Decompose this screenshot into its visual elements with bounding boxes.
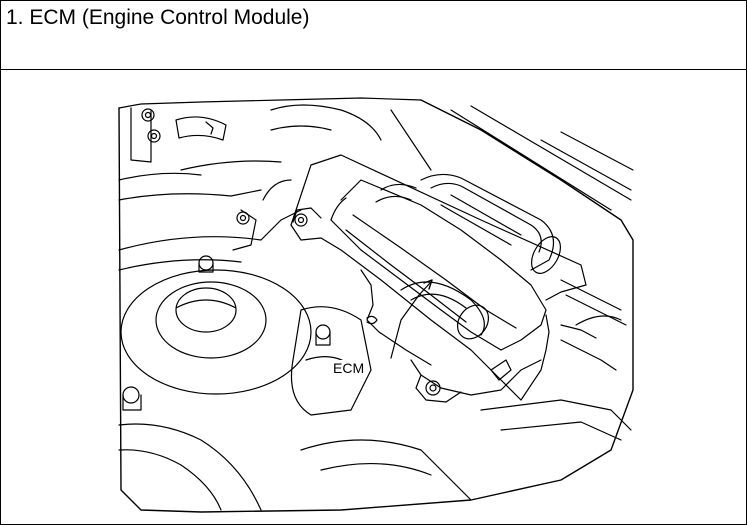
figure-title: 1. ECM (Engine Control Module) xyxy=(6,6,310,29)
engine-bay-illustration: ECM xyxy=(1,70,746,524)
line-drawing xyxy=(118,97,634,513)
ecm-callout-label: ECM xyxy=(332,360,366,376)
figure-header: 1. ECM (Engine Control Module) xyxy=(1,1,746,70)
